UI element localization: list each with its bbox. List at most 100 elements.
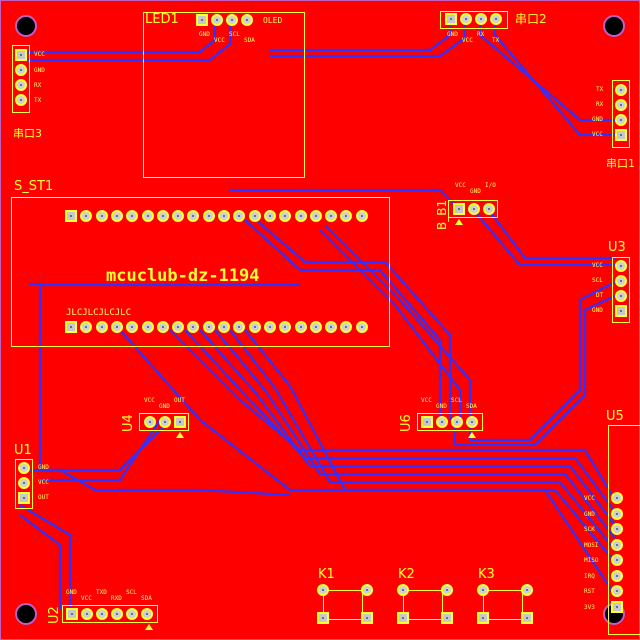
u1-label-3: OUT: [38, 494, 49, 501]
sst1-top-pin: [218, 210, 230, 222]
tactile-button-k2[interactable]: [403, 590, 443, 620]
sst1-top-pin: [233, 210, 246, 222]
tactile-button-k1[interactable]: [323, 590, 363, 620]
u6-outline: [417, 413, 483, 431]
sst1-top-pin: [355, 210, 368, 222]
trace-u5-3: [199, 329, 616, 526]
button-pin: [317, 584, 329, 596]
serial2-pin-label-2: VCC: [462, 37, 473, 44]
trace-u5-7: [119, 329, 616, 596]
bb1-label-2: GND: [470, 188, 481, 195]
sst1-top-pin: [187, 210, 200, 222]
bb1-outline: [448, 200, 498, 218]
u1-pin2: [18, 477, 30, 489]
mount-hole-tr: [603, 15, 625, 37]
trace-u5-5: [229, 329, 616, 551]
trace-u1-u2: [19, 504, 72, 610]
u5-pin: [611, 507, 623, 520]
sst1-bottom-pin: [279, 321, 292, 333]
sst1-bottom-pin: [294, 321, 307, 333]
serial-left-label-3: RX: [34, 82, 42, 89]
u5-pin-label: MISO: [584, 557, 599, 564]
u5-pin-label: VCC: [584, 495, 595, 502]
u3-outline: [612, 257, 630, 323]
sst1-top-pin: [279, 210, 292, 222]
sst1-top-pin: [80, 210, 93, 222]
sst1-bottom-pin: [340, 321, 353, 333]
u2-designator: U2: [47, 606, 62, 624]
u5-pin: [611, 585, 623, 597]
button-pin: [361, 584, 373, 596]
u2-label-1: GND: [66, 589, 77, 596]
u5-pin-label: GND: [584, 510, 595, 518]
u3-designator: U3: [608, 240, 626, 255]
trace-u1-u2-b: [19, 514, 62, 610]
u4-pin3: [174, 416, 186, 428]
sst1-outline: [11, 197, 390, 347]
u4-pin1: [144, 416, 156, 428]
u6-label-1: VCC: [421, 397, 432, 404]
sst1-designator: S_ST1: [14, 179, 54, 194]
u3-pin2: [615, 275, 627, 287]
sst1-bottom-pin: [233, 321, 246, 333]
sst1-top-pin: [156, 210, 169, 222]
u6-designator: U6: [399, 414, 414, 432]
u5-pin: [611, 492, 623, 504]
u4-designator: U4: [121, 414, 136, 432]
serial-left-label-1: VCC: [34, 51, 45, 58]
u5-pin-label: SCK: [584, 526, 595, 533]
sst1-bottom-pin: [141, 321, 154, 333]
sst1-bottom-pin: [65, 321, 77, 333]
k3-designator: K3: [478, 567, 495, 582]
u2-label-6: SDA: [141, 595, 152, 602]
u4-label-1: VCC: [144, 397, 155, 404]
trace-st1-u6-c: [319, 229, 462, 420]
u3-label-2: SCL: [592, 277, 603, 284]
trace-u5-1: [169, 329, 616, 501]
serial3-designator: 串口3: [13, 127, 42, 140]
u2-pin6: [141, 608, 153, 620]
button-pin: [477, 584, 489, 596]
trace-serial2-a: [270, 20, 452, 52]
led1-pin2: [211, 14, 223, 26]
sst1-top-pin: [294, 210, 307, 222]
trace-serial2-b: [270, 20, 467, 58]
serial-right-label-2: RX: [596, 101, 604, 108]
trace-u1: [20, 424, 166, 472]
serial2-designator: 串口2: [515, 12, 547, 26]
mount-hole-bl: [15, 603, 37, 625]
trace-serial2-right: [478, 20, 615, 122]
u2-label-4: RXD: [111, 595, 122, 602]
serial-right-pin2: [615, 99, 627, 111]
sst1-bottom-pin: [355, 321, 368, 333]
led1-pin1: [196, 14, 208, 26]
led1-pin-label-1: GND: [199, 31, 210, 38]
u1-label-1: GND: [38, 464, 49, 471]
sst1-bottom-pin: [172, 321, 185, 333]
trace-u3-down-b: [453, 295, 616, 447]
bb1-pin2: [468, 203, 480, 215]
u2-label-5: SCL: [126, 589, 137, 596]
serial2-pin1: [445, 13, 457, 25]
button-pin: [441, 584, 453, 596]
sst1-bottom-pin: [80, 321, 93, 333]
tactile-button-k3[interactable]: [483, 590, 523, 620]
u1-label-2: VCC: [38, 479, 49, 486]
button-pin: [521, 584, 533, 596]
trace-serial2-right-b: [493, 20, 615, 137]
u5-outline: [608, 425, 640, 635]
board-title: mcuclub-dz-1194: [106, 266, 260, 286]
trace-serial-left: [28, 20, 217, 54]
sst1-top-pin: [141, 210, 154, 222]
led1-pin4: [241, 14, 253, 26]
serial-left-pin1: [15, 49, 27, 61]
u5-pin-label: MOSI: [584, 541, 599, 549]
u2-pin5: [126, 608, 138, 620]
u2-label-3: TXD: [96, 589, 107, 596]
serial-right-outline: [612, 80, 630, 148]
mount-hole-tl: [15, 15, 37, 37]
serial-right-label-4: VCC: [592, 131, 603, 138]
u6-pin1: [421, 416, 433, 428]
serial-right-label-1: TX: [596, 86, 604, 93]
u2-outline: [62, 605, 158, 623]
